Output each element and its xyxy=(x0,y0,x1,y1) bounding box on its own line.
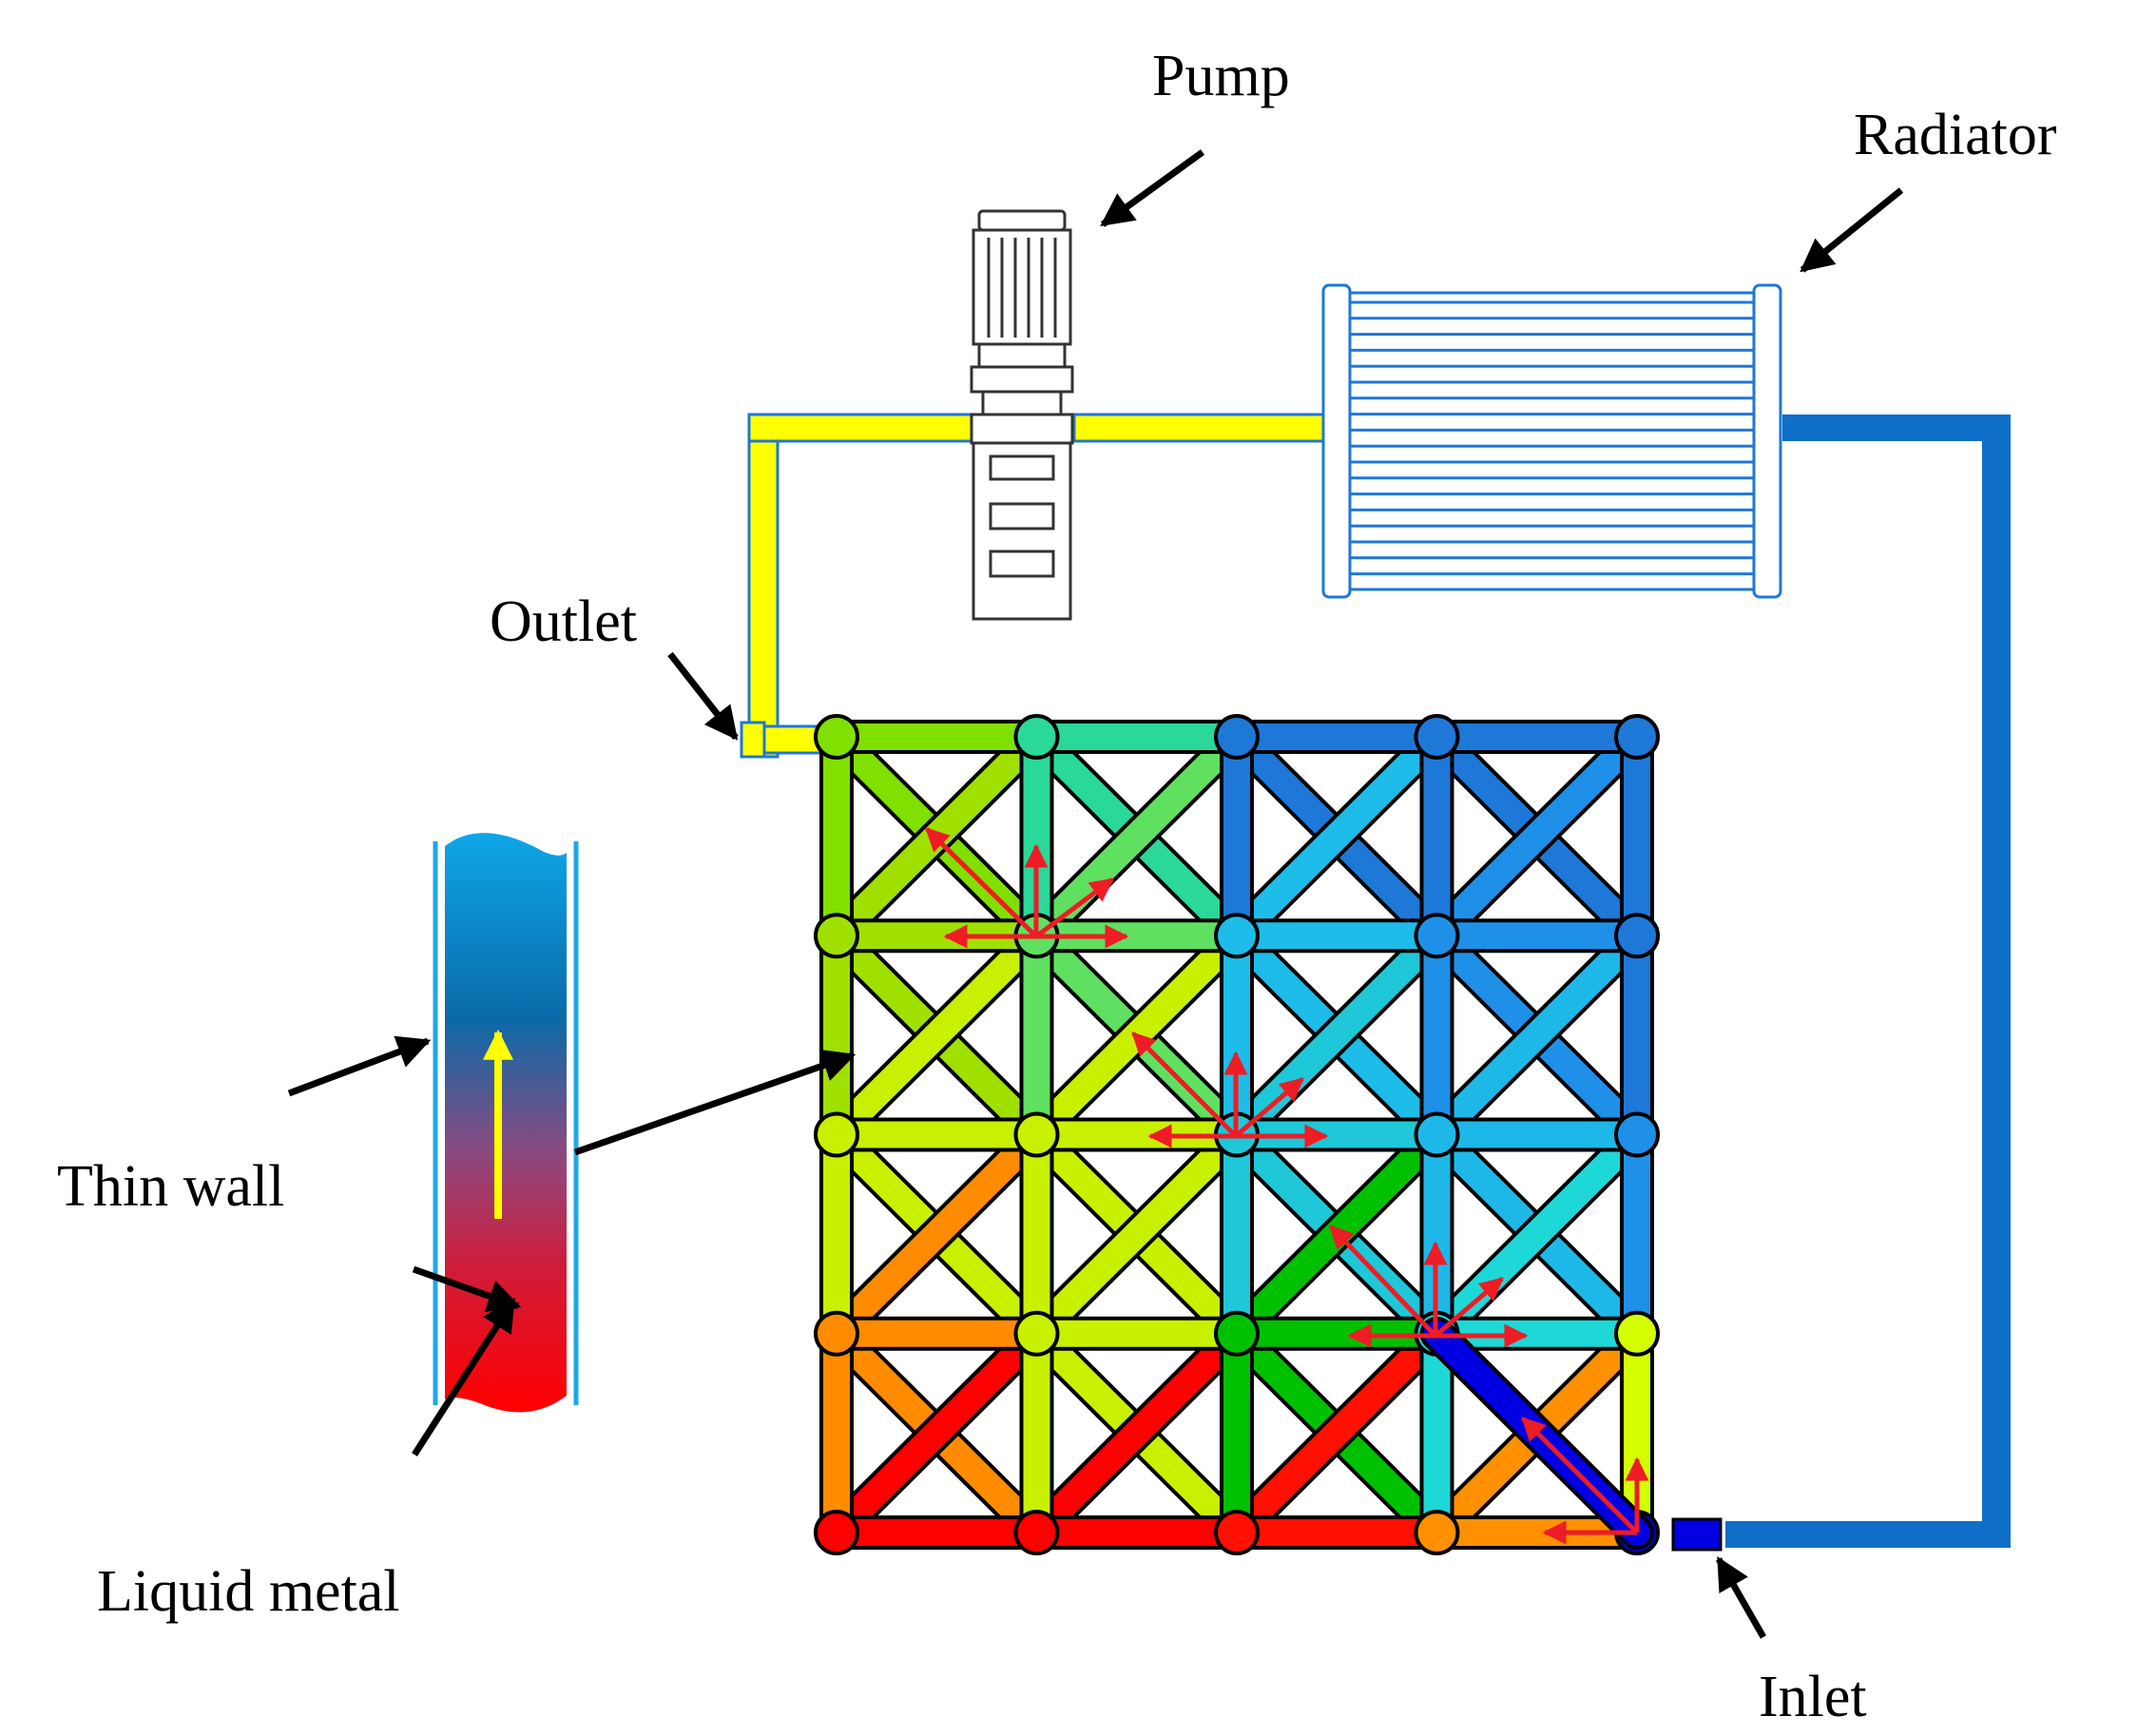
flow-arrow xyxy=(1034,878,1114,938)
lattice-node xyxy=(1214,714,1260,760)
radiator-icon xyxy=(1321,283,1782,599)
pump-icon xyxy=(970,209,1074,621)
lattice-strut xyxy=(1423,1121,1650,1347)
inlet-label: Inlet xyxy=(1759,1665,1867,1729)
lattice-node xyxy=(1414,1510,1460,1555)
thin-wall-label: Thin wall xyxy=(57,1154,284,1219)
lattice-node xyxy=(814,1111,859,1158)
lattice-strut xyxy=(1423,723,1650,950)
flow-arrow xyxy=(1234,1077,1304,1138)
flow-arrow xyxy=(1329,1225,1437,1338)
flow-arrow xyxy=(1521,1417,1639,1534)
lattice-node xyxy=(1614,714,1660,760)
radiator-core xyxy=(1348,291,1756,591)
liquid-metal-arrow xyxy=(412,1298,516,1456)
lattice-node xyxy=(1614,1310,1660,1357)
lattice-heat-sink xyxy=(814,714,1660,1555)
lattice-node xyxy=(1013,1510,1060,1555)
lattice-node xyxy=(814,1510,859,1555)
pump-label: Pump xyxy=(1152,44,1290,108)
radiator-label: Radiator xyxy=(1854,103,2057,167)
cold-pipe xyxy=(1671,415,2011,1552)
lattice-node xyxy=(814,714,859,760)
outlet-label: Outlet xyxy=(490,589,637,654)
flow-direction-arrows xyxy=(925,827,1649,1545)
lattice-strut xyxy=(1023,1320,1250,1546)
lattice-node xyxy=(1214,913,1260,959)
lattice-strut xyxy=(823,922,1050,1148)
lattice-strut xyxy=(823,1320,1050,1546)
radiator-right-cap xyxy=(1752,283,1782,599)
lattice-strut xyxy=(823,1121,1050,1347)
callout-arrows xyxy=(287,149,1904,1639)
radiator-left-cap xyxy=(1321,283,1352,599)
lattice-node xyxy=(1013,1111,1060,1158)
lattice-node xyxy=(1614,913,1660,959)
lattice-node xyxy=(1013,1310,1060,1357)
lattice-strut xyxy=(1223,1320,1451,1546)
lattice-strut xyxy=(1023,723,1250,950)
liquid-metal-label: Liquid metal xyxy=(97,1559,400,1624)
lattice-strut xyxy=(1023,1121,1250,1347)
hot-pipe xyxy=(740,413,1328,759)
lattice-node xyxy=(1614,1111,1660,1158)
lattice-node xyxy=(1214,1510,1260,1555)
lattice-strut xyxy=(1223,723,1451,950)
lattice-node xyxy=(1414,1111,1460,1158)
lattice-node xyxy=(1414,913,1460,959)
lattice-node xyxy=(814,1310,859,1357)
lattice-node xyxy=(1013,714,1060,760)
lattice-strut xyxy=(1423,922,1650,1148)
lattice-strut xyxy=(1223,922,1451,1148)
flow-arrow xyxy=(1434,1277,1504,1338)
lattice-node xyxy=(814,913,859,959)
thin-wall-tube xyxy=(433,833,579,1413)
lattice-node xyxy=(1414,714,1460,760)
lattice-node xyxy=(1214,1310,1260,1357)
flow-arrow xyxy=(925,827,1038,938)
flow-arrow xyxy=(1131,1032,1238,1138)
